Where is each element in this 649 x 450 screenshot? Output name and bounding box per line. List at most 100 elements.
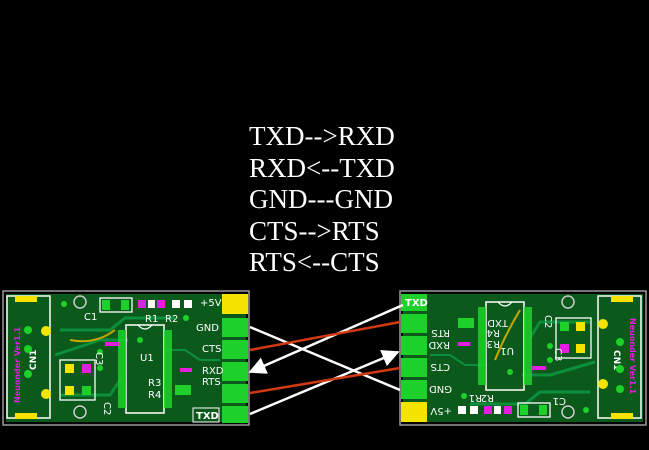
left-magenta-pad-1 bbox=[138, 300, 146, 308]
left-c1-outline bbox=[99, 297, 133, 313]
left-c3-outline bbox=[59, 359, 96, 401]
right-hole-2 bbox=[616, 365, 624, 373]
wire-txd-to-rxd bbox=[249, 350, 400, 416]
left-hole-2 bbox=[24, 345, 32, 353]
right-c3-pad-a bbox=[576, 322, 585, 331]
left-pad-rts bbox=[222, 384, 248, 403]
mapping-line-gnd: GND---GND bbox=[249, 184, 393, 214]
right-pin-txd: TXD bbox=[405, 298, 428, 309]
wire-cts-to-rts bbox=[249, 320, 401, 352]
left-pad-cts bbox=[222, 340, 248, 359]
left-yellow-bar-bottom bbox=[15, 413, 37, 419]
right-u1-notch bbox=[497, 301, 513, 307]
left-part-r1: R1 bbox=[145, 314, 158, 325]
right-white-pad-2 bbox=[470, 406, 478, 414]
left-pad-txd bbox=[222, 406, 248, 423]
right-white-pad-1 bbox=[494, 406, 501, 414]
mapping-line-txd: TXD-->RXD bbox=[249, 121, 395, 151]
right-pad-rts bbox=[401, 314, 427, 333]
right-part-r4: R4 bbox=[487, 327, 500, 338]
right-hole-1 bbox=[616, 338, 624, 346]
right-via-4 bbox=[461, 393, 467, 399]
left-pin-gnd: GND bbox=[196, 323, 219, 334]
left-u1-notch bbox=[137, 324, 153, 330]
left-pad-rxd bbox=[222, 362, 248, 381]
left-mount-hole-top bbox=[73, 295, 87, 309]
right-hole-4 bbox=[598, 319, 608, 329]
left-c1-pad-b bbox=[121, 300, 129, 310]
right-pad-gnd bbox=[401, 380, 427, 399]
left-white-pad-1 bbox=[148, 300, 155, 308]
mapping-line-rts: RTS<--CTS bbox=[249, 247, 380, 277]
wire-rxd-from-txd bbox=[248, 303, 404, 374]
right-r-block bbox=[458, 318, 474, 328]
left-part-c3: C3 bbox=[93, 352, 104, 365]
left-pcb: Neuonder Ver1.1 CN1 bbox=[2, 290, 250, 426]
right-part-r1: R1 bbox=[469, 392, 482, 403]
left-magenta-pad-2 bbox=[157, 300, 165, 308]
left-pin-rxd: RXD bbox=[202, 366, 224, 377]
right-pin-rts: RTS bbox=[431, 327, 450, 338]
left-c3-pad-a bbox=[65, 364, 74, 373]
left-part-r3: R3 bbox=[148, 378, 161, 389]
left-via-3 bbox=[97, 365, 103, 371]
right-c3-pad-c bbox=[560, 322, 569, 331]
left-trace-1 bbox=[60, 316, 175, 332]
right-cn1-label: CN1 bbox=[611, 350, 621, 370]
right-part-r3: R3 bbox=[487, 338, 500, 349]
left-part-r2: R2 bbox=[165, 314, 178, 325]
left-via-4 bbox=[183, 315, 189, 321]
left-pad-gnd bbox=[222, 318, 248, 337]
right-pad-txd bbox=[401, 294, 427, 311]
right-board-substrate bbox=[403, 294, 643, 422]
left-u1-pins-left bbox=[118, 330, 126, 408]
right-c3-pad-b bbox=[576, 344, 585, 353]
right-part-c3: C3 bbox=[552, 348, 563, 361]
right-pin-rxd: RXD bbox=[428, 339, 450, 350]
right-via-3 bbox=[547, 343, 553, 349]
left-pin-5v: +5V bbox=[200, 298, 222, 309]
left-pin-rts: RTS bbox=[202, 377, 221, 388]
right-u1-pins-left bbox=[478, 307, 486, 385]
right-c3-outline bbox=[555, 317, 592, 359]
right-magenta-pad-1 bbox=[504, 406, 512, 414]
wire-rts-from-cts bbox=[249, 366, 401, 395]
right-via-2 bbox=[547, 357, 553, 363]
left-via-5 bbox=[137, 337, 143, 343]
left-magenta-bar-2 bbox=[180, 368, 192, 372]
left-hole-4 bbox=[41, 389, 51, 399]
left-pin-txd: TXD bbox=[196, 411, 219, 422]
right-trace-3 bbox=[528, 320, 590, 339]
left-white-pad-2 bbox=[172, 300, 180, 308]
left-via-1 bbox=[61, 301, 67, 307]
right-mount-hole-top bbox=[561, 295, 575, 309]
left-cn1-label: CN1 bbox=[29, 350, 39, 370]
left-hole-1 bbox=[24, 326, 32, 334]
left-c3-pad-d bbox=[82, 386, 91, 395]
right-pin-cts: CTS bbox=[431, 361, 450, 372]
right-mount-hole-bottom bbox=[561, 405, 575, 419]
left-mount-hole-bottom bbox=[73, 405, 87, 419]
mapping-line-rxd: RXD<--TXD bbox=[249, 152, 395, 183]
left-c3-pad-b bbox=[65, 386, 74, 395]
right-side-text: Neuonder Ver1.1 bbox=[628, 318, 637, 395]
right-trace-yellow bbox=[494, 309, 521, 361]
right-part-txd: TXD bbox=[487, 317, 509, 328]
right-trace-1 bbox=[470, 390, 590, 406]
pin-mapping-list: TXD-->RXD RXD<--TXD GND---GND CTS-->RTS … bbox=[249, 121, 395, 279]
left-c1-pad-a bbox=[102, 300, 110, 310]
left-part-c1: C1 bbox=[84, 312, 97, 323]
left-pad-5v bbox=[222, 294, 248, 314]
right-via-5 bbox=[507, 369, 513, 375]
right-pad-5v bbox=[401, 402, 427, 422]
right-magenta-bar-2 bbox=[458, 342, 470, 346]
right-c1-pad-b bbox=[539, 405, 547, 415]
left-r-block bbox=[175, 385, 191, 395]
right-part-r2: R2 bbox=[481, 392, 494, 403]
left-side-text: Neuonder Ver1.1 bbox=[13, 326, 22, 403]
right-white-pad-3 bbox=[458, 406, 466, 414]
right-pad-rxd bbox=[401, 336, 427, 355]
left-u1-pins-right bbox=[164, 330, 172, 408]
right-hole-3 bbox=[616, 385, 624, 393]
left-trace-3 bbox=[60, 379, 122, 397]
